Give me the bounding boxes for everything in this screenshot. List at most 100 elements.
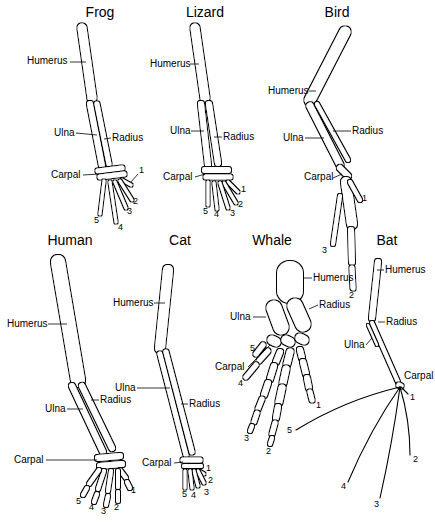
- leader-line: [174, 462, 183, 463]
- bone: [184, 464, 201, 468]
- bone-label: Carpal: [51, 170, 80, 180]
- bone: [350, 182, 360, 200]
- bone: [100, 181, 104, 214]
- digit-number: 3: [230, 209, 235, 218]
- digit-number: 2: [349, 291, 354, 300]
- bone-label: Ulna: [45, 404, 66, 414]
- bone: [310, 32, 345, 100]
- leader-line: [91, 400, 99, 401]
- lizard-limb: [190, 28, 238, 209]
- digit-number: 5: [250, 344, 255, 353]
- digit-number: 4: [341, 482, 346, 491]
- digit-number: 2: [266, 447, 271, 456]
- bone-label: Humerus: [27, 56, 68, 66]
- bone: [98, 456, 120, 458]
- bone-label: Humerus: [385, 265, 426, 275]
- bone-label: Ulna: [115, 383, 136, 393]
- bone: [127, 482, 130, 488]
- bone: [209, 104, 218, 163]
- leader-line: [70, 62, 86, 63]
- bone: [380, 387, 400, 498]
- bone: [108, 471, 111, 491]
- leader-line: [181, 404, 188, 405]
- leader-line: [131, 174, 138, 182]
- bone: [82, 28, 92, 98]
- bone: [307, 378, 309, 388]
- leader-line: [48, 324, 67, 325]
- digit-number: 2: [133, 197, 138, 206]
- digit-number: 5: [182, 490, 187, 499]
- bone-label: Ulna: [344, 340, 365, 350]
- bone: [205, 167, 228, 173]
- bone: [58, 262, 78, 380]
- bone: [368, 325, 377, 345]
- bone: [106, 496, 108, 505]
- bone: [276, 352, 280, 362]
- digit-number: 1: [316, 401, 321, 410]
- digit-number: 5: [76, 497, 81, 506]
- leader-line: [309, 305, 318, 309]
- bone-label: Humerus: [268, 86, 309, 96]
- bone: [270, 366, 274, 379]
- bone: [110, 182, 116, 222]
- leader-line: [46, 460, 97, 461]
- whale-limb: [246, 274, 318, 444]
- animal-title: Whale: [252, 233, 292, 247]
- bone: [259, 351, 268, 361]
- bone: [272, 423, 275, 434]
- bone: [97, 104, 109, 164]
- digit-number: 4: [191, 491, 196, 500]
- bone-label: Radius: [319, 300, 350, 310]
- digit-number: 1: [131, 486, 136, 495]
- bone: [300, 338, 304, 340]
- digit-number: 3: [322, 246, 327, 255]
- digit-number: 1: [206, 464, 211, 473]
- bone: [340, 168, 348, 176]
- bone: [351, 230, 352, 262]
- bone-label: Ulna: [230, 312, 251, 322]
- bone: [348, 387, 400, 482]
- bone-label: Carpal: [142, 458, 171, 468]
- digit-number: 4: [89, 503, 94, 512]
- bone: [300, 350, 302, 358]
- bone: [400, 387, 410, 455]
- bone: [372, 323, 398, 382]
- leader-line: [309, 91, 316, 92]
- digit-number: 3: [374, 500, 379, 509]
- bone: [190, 471, 192, 488]
- leader-line: [366, 338, 372, 345]
- bone-label: Carpal: [163, 172, 192, 182]
- leader-line: [333, 174, 342, 178]
- bone: [89, 470, 99, 484]
- bone: [206, 175, 230, 180]
- bone-label: Ulna: [54, 128, 75, 138]
- bone: [274, 308, 281, 327]
- leader-line: [305, 138, 324, 139]
- bone: [250, 426, 252, 431]
- bone: [183, 458, 200, 463]
- leader-line: [248, 345, 270, 367]
- bone: [100, 464, 122, 466]
- bone-label: Humerus: [150, 59, 191, 69]
- leader-line: [195, 174, 205, 177]
- animal-title: Frog: [86, 5, 115, 19]
- bone: [310, 392, 312, 400]
- bone: [184, 471, 187, 488]
- bone: [287, 352, 290, 364]
- bone-label: Radius: [189, 399, 220, 409]
- digit-number: 2: [413, 455, 418, 464]
- bone: [270, 438, 272, 444]
- digit-number: 1: [362, 194, 367, 203]
- bone: [279, 388, 282, 402]
- bone-label: Humerus: [7, 319, 48, 329]
- leader-line: [378, 322, 385, 323]
- bone-label: Carpal: [14, 455, 43, 465]
- leader-line: [137, 388, 170, 389]
- leader-line: [67, 409, 83, 410]
- leader-line: [154, 303, 165, 304]
- bone: [201, 104, 208, 165]
- bone: [277, 274, 303, 290]
- bone: [220, 183, 228, 208]
- leader-line: [83, 174, 99, 175]
